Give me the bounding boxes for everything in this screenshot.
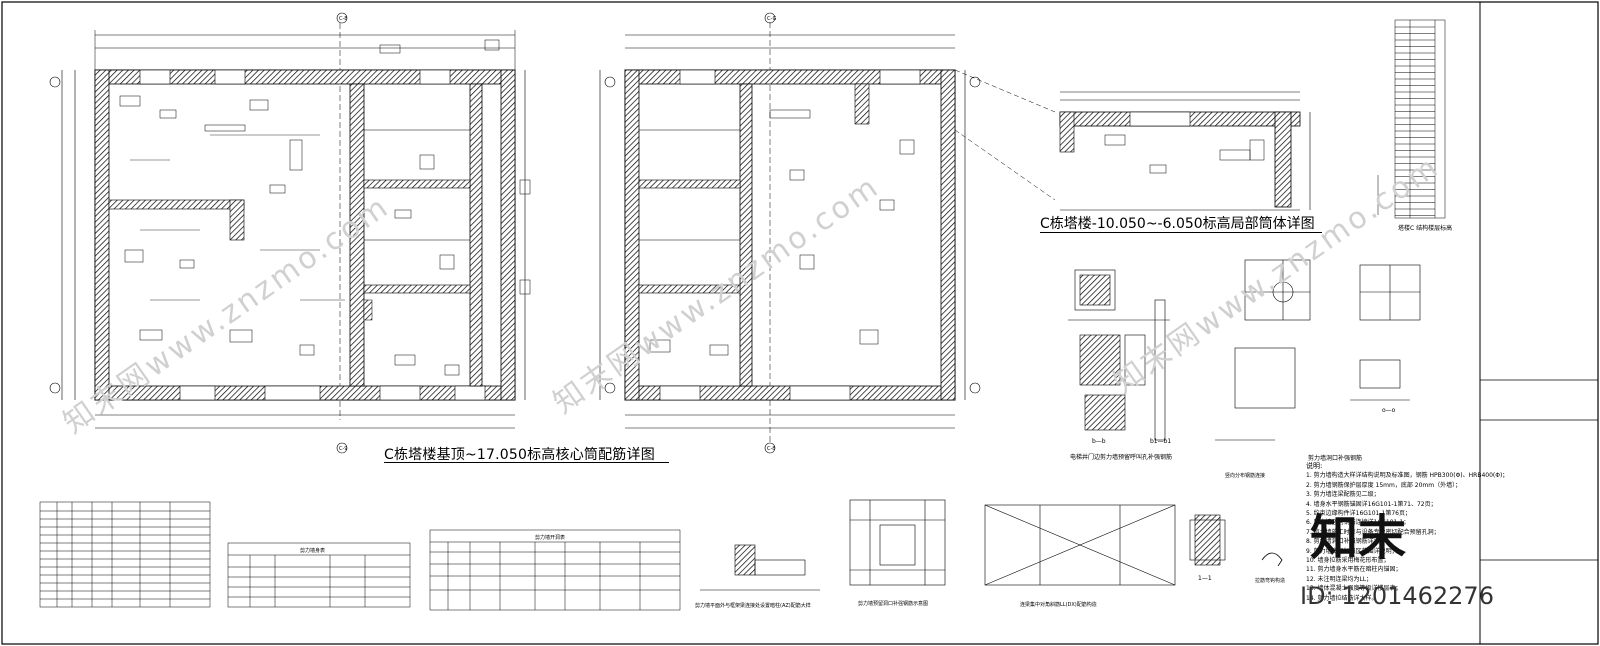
drawing-id: ID: 1201462276 — [1300, 582, 1494, 610]
section-1-detail — [1189, 514, 1226, 566]
axis-label: C-9 — [339, 446, 347, 452]
note-line: 1. 剪力墙构造大样详结构说明及标准图，钢筋 HPB300(Φ)、HRB400(… — [1306, 472, 1509, 480]
note-line: 4. 墙身水平钢筋锚固详16G101-1第71、72页； — [1306, 500, 1437, 508]
title-underline — [384, 462, 669, 463]
opening-table-title: 剪力墙开洞表 — [535, 534, 565, 541]
caption-coupling-beam: 连梁集中对角斜筋LL(DX)配筋构造 — [1020, 601, 1097, 608]
note-line: 9. 剪力墙底部加强区范围详说明； — [1306, 547, 1398, 555]
caption-distribution: 竖向分布钢筋连接 — [1225, 472, 1265, 479]
wall-table — [227, 542, 411, 608]
title-underline — [1040, 232, 1322, 233]
opening-detail — [1215, 259, 1421, 441]
elevator-detail — [1068, 269, 1170, 441]
axis-label: C-8 — [767, 446, 775, 452]
axis-label: C-8 — [339, 16, 347, 22]
brand-logo: 知末 — [1310, 510, 1407, 566]
note-line: 12. 未注明连梁均为LL； — [1306, 575, 1373, 583]
note-line: 5. 约束边缘构件详16G101-1第76页； — [1306, 510, 1411, 518]
caption-tie-hook: 拉筋弯钩构造 — [1255, 577, 1285, 584]
note-line: 11. 剪力墙身水平筋在暗柱内锚固； — [1306, 566, 1402, 574]
opening-table — [429, 529, 681, 611]
note-line: 2. 剪力墙钢筋保护层厚度 15mm，底部 20mm（外墙）； — [1306, 481, 1462, 489]
axis-label: C-G — [767, 16, 776, 22]
note-line: 13. 墙体混凝土强度等级详楼层表； — [1306, 585, 1402, 593]
main-plan-title: C栋塔楼基顶~17.050标高核心筒配筋详图 — [384, 447, 655, 463]
axis-bubbles — [49, 12, 981, 454]
partial-core-plan — [1059, 91, 1311, 211]
wall-opening-detail — [849, 499, 946, 586]
caption-section-1: 1—1 — [1198, 575, 1212, 582]
note-line: 6. 剪力墙竖向钢筋连接详16G101-1； — [1306, 519, 1410, 527]
caption-beam-column: 剪力墙平面外与框架梁连接处设置暗柱(AZ)配筋大样 — [695, 602, 811, 609]
caption-wall-opening: 剪力墙预留洞口补强钢筋示意图 — [858, 600, 928, 607]
tie-hook-icon — [1261, 552, 1283, 567]
note-line: 3. 剪力墙连梁配筋见二级； — [1306, 491, 1380, 499]
caption-wall-hole: 剪力墙洞口补强钢筋 — [1308, 454, 1362, 462]
caption-section-o: o—o — [1382, 407, 1396, 414]
partial-plan-title: C栋塔楼-10.050~-6.050标高局部筒体详图 — [1040, 216, 1315, 232]
note-line: 14. 剪力墙拉结筋详大样。 — [1306, 594, 1378, 602]
main-core-plan — [61, 14, 531, 429]
note-line: 7. 剪力墙施工时应与设备专业密切配合预留孔洞； — [1306, 528, 1440, 536]
note-line: 8. 剪力墙洞口补强钢筋详大样； — [1306, 538, 1392, 546]
level-table-title: 塔楼C 结构楼层标高 — [1398, 224, 1452, 232]
beam-schedule-table — [39, 501, 211, 608]
beam-column-detail — [700, 544, 820, 591]
caption-section-b1: b1—b1 — [1150, 438, 1172, 445]
notes-heading: 说明: — [1306, 462, 1323, 470]
second-core-plan — [599, 22, 1056, 444]
coupling-beam-detail — [984, 504, 1176, 586]
design-notes: 说明: 1. 剪力墙构造大样详结构说明及标准图，钢筋 HPB300(Φ)、HRB… — [1306, 462, 1508, 603]
caption-section-b: b—b — [1092, 438, 1106, 445]
caption-elevator: 电梯井门边剪力墙预留呼叫孔补强钢筋 — [1070, 454, 1173, 461]
wall-table-title: 剪力墙身表 — [300, 547, 325, 554]
level-table — [1377, 19, 1446, 219]
note-line: 10. 墙身拉筋采用梅花形布置； — [1306, 557, 1390, 565]
